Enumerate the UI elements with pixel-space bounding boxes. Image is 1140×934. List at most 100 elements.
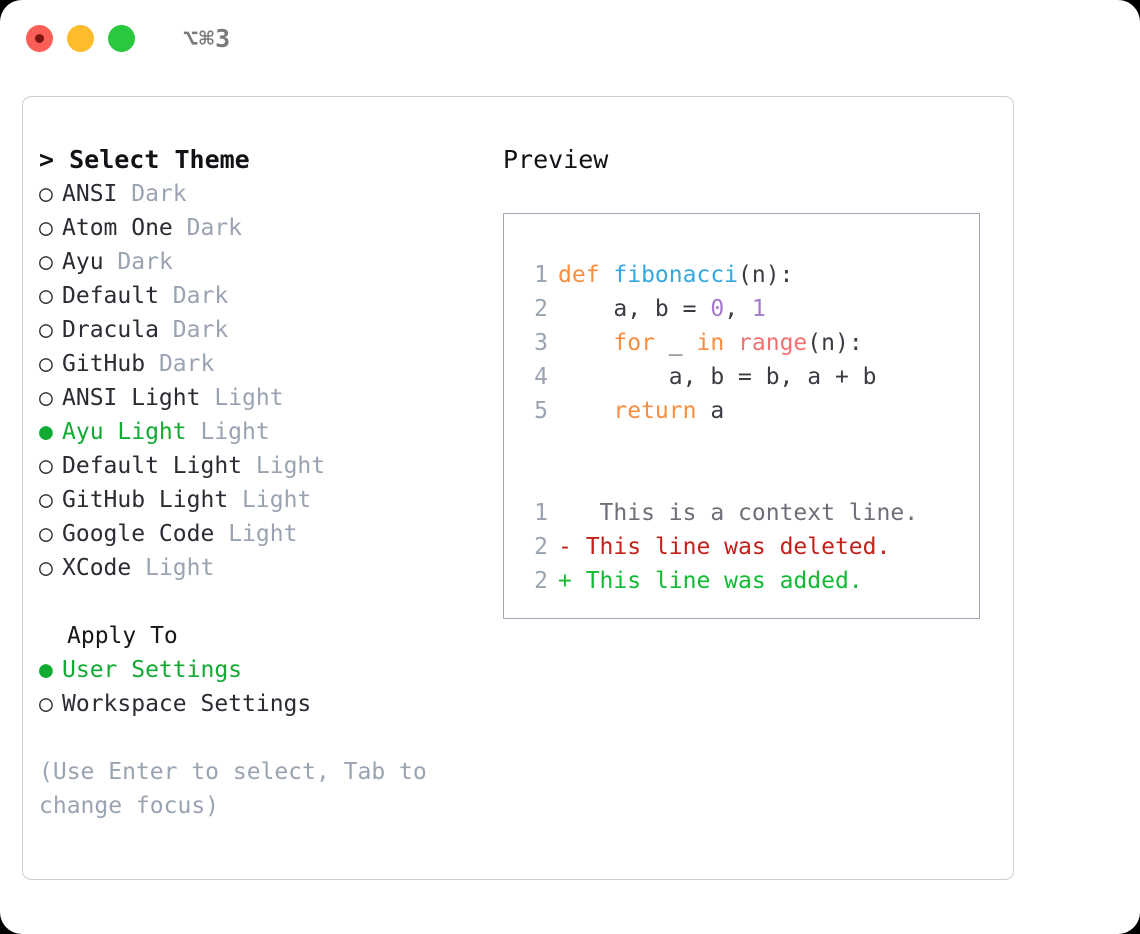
theme-category [159, 279, 173, 313]
close-button-icon[interactable] [26, 24, 53, 52]
diff-text: This is a context line. [571, 500, 919, 526]
code-line: 2 a, b = 0, 1 [522, 292, 979, 326]
diff-text: This line was deleted. [571, 534, 891, 560]
list-item[interactable]: ○Default Light Light [39, 449, 485, 483]
diff-line-deleted: 2- This line was deleted. [522, 530, 979, 564]
line-number: 1 [534, 500, 548, 526]
code-token [558, 398, 613, 424]
radio-icon: ○ [39, 181, 53, 207]
theme-category [187, 415, 201, 449]
theme-category-label: Dark [158, 351, 215, 377]
theme-name: Dracula [62, 317, 159, 343]
list-item[interactable]: ○ ANSI Dark [39, 177, 485, 211]
theme-name: Default Light [62, 453, 243, 479]
list-item[interactable]: ○ANSI Light Light [39, 381, 485, 415]
theme-selector-pane: > Select Theme ○ANSI Dark ○Atom One Dark… [23, 97, 485, 879]
radio-icon: ○ [39, 691, 53, 717]
theme-name: ANSI [62, 181, 118, 207]
diff-sign: + [558, 568, 572, 594]
code-blank-line [522, 428, 979, 462]
theme-name: GitHub Light [62, 487, 229, 513]
theme-category-label: Light [255, 453, 326, 479]
radio-icon: ○ [39, 487, 53, 513]
theme-name: Atom One [62, 215, 173, 241]
theme-category-label: Light [200, 419, 270, 445]
radio-icon-selected: ● [39, 657, 53, 683]
code-token: _ [654, 330, 697, 356]
theme-category [173, 211, 187, 245]
theme-name: Default [62, 283, 159, 309]
diff-sign [558, 500, 572, 526]
radio-icon: ○ [39, 385, 53, 411]
list-item[interactable]: ○Ayu Dark [39, 245, 485, 279]
main-card: > Select Theme ○ANSI Dark ○Atom One Dark… [22, 96, 1014, 880]
diff-text: This line was added. [571, 568, 863, 594]
theme-category [200, 381, 214, 415]
code-token: return [613, 398, 697, 424]
preview-box: 1 def fibonacci (n): 2 a, b = 0, 1 3 for _… [503, 213, 980, 619]
minimize-button-icon[interactable] [67, 24, 94, 52]
theme-category [159, 313, 173, 347]
code-token: def [558, 262, 614, 288]
maximize-button-icon[interactable] [108, 24, 135, 52]
theme-category [242, 449, 256, 483]
theme-name: XCode [62, 555, 132, 581]
apply-to-label: User Settings [62, 657, 243, 683]
code-token: , [724, 296, 752, 322]
radio-icon-selected: ● [39, 419, 53, 445]
title-bar: ⌥⌘3 [0, 0, 1140, 76]
list-item[interactable]: ○Dracula Dark [39, 313, 485, 347]
list-item[interactable]: ○ Default Dark [39, 279, 485, 313]
apply-to-label: Workspace Settings [62, 691, 312, 717]
diff-line-added: 2+ This line was added. [522, 564, 979, 598]
apply-to-header: Apply To [67, 623, 178, 649]
list-item[interactable]: ○GitHub Light Light [39, 483, 485, 517]
code-token: a [696, 398, 725, 424]
theme-category [117, 177, 131, 211]
window-title: ⌥⌘3 [183, 23, 232, 53]
code-token: a, b = b, a + b [558, 364, 877, 390]
apply-to-item-user-settings[interactable]: ● User Settings [39, 653, 485, 687]
diff-line-context: 1 This is a context line. [522, 496, 979, 530]
theme-name: GitHub [62, 351, 146, 377]
line-number: 4 [534, 364, 548, 390]
line-number: 3 [534, 330, 548, 356]
radio-icon: ○ [39, 521, 53, 547]
radio-icon: ○ [39, 351, 53, 377]
diff-sign: - [558, 534, 572, 560]
window-controls [26, 24, 135, 52]
theme-name: Google Code [62, 521, 215, 547]
list-item[interactable]: ○ GitHub Dark [39, 347, 485, 381]
select-theme-header: > Select Theme [39, 145, 250, 174]
theme-name: ANSI Light [62, 385, 201, 411]
code-token: 1 [751, 296, 766, 322]
theme-category-label: Dark [172, 283, 229, 309]
list-item[interactable]: ○Atom One Dark [39, 211, 485, 245]
preview-pane: Preview 1 def fibonacci (n): 2 a, b = 0, 1… [485, 97, 1013, 879]
radio-icon: ○ [39, 249, 53, 275]
line-number: 5 [534, 398, 548, 424]
preview-title: Preview [503, 145, 609, 174]
keyboard-hint: (Use Enter to select, Tab to change focu… [39, 759, 427, 819]
theme-category-label: Light [145, 555, 215, 581]
code-token: in [696, 330, 725, 356]
radio-icon: ○ [39, 283, 53, 309]
theme-category-label: Dark [131, 181, 187, 207]
line-number: 1 [534, 262, 548, 288]
code-token: (n): [807, 330, 863, 356]
theme-category [131, 551, 145, 585]
code-token: fibonacci [613, 262, 739, 288]
apply-to-item-workspace-settings[interactable]: ○ Workspace Settings [39, 687, 485, 721]
list-item[interactable]: ○Google Code Light [39, 517, 485, 551]
code-token: for [613, 330, 655, 356]
theme-list: ○ANSI Dark ○Atom One Dark ○Ayu Dark ○Def… [39, 177, 485, 585]
code-token [724, 330, 738, 356]
theme-category-label: Dark [186, 215, 243, 241]
list-spacer [39, 585, 485, 619]
list-item[interactable]: ○XCode Light [39, 551, 485, 585]
list-item-selected[interactable]: ●Ayu Light Light [39, 415, 485, 449]
theme-category [228, 483, 242, 517]
code-blank-line [522, 462, 979, 496]
